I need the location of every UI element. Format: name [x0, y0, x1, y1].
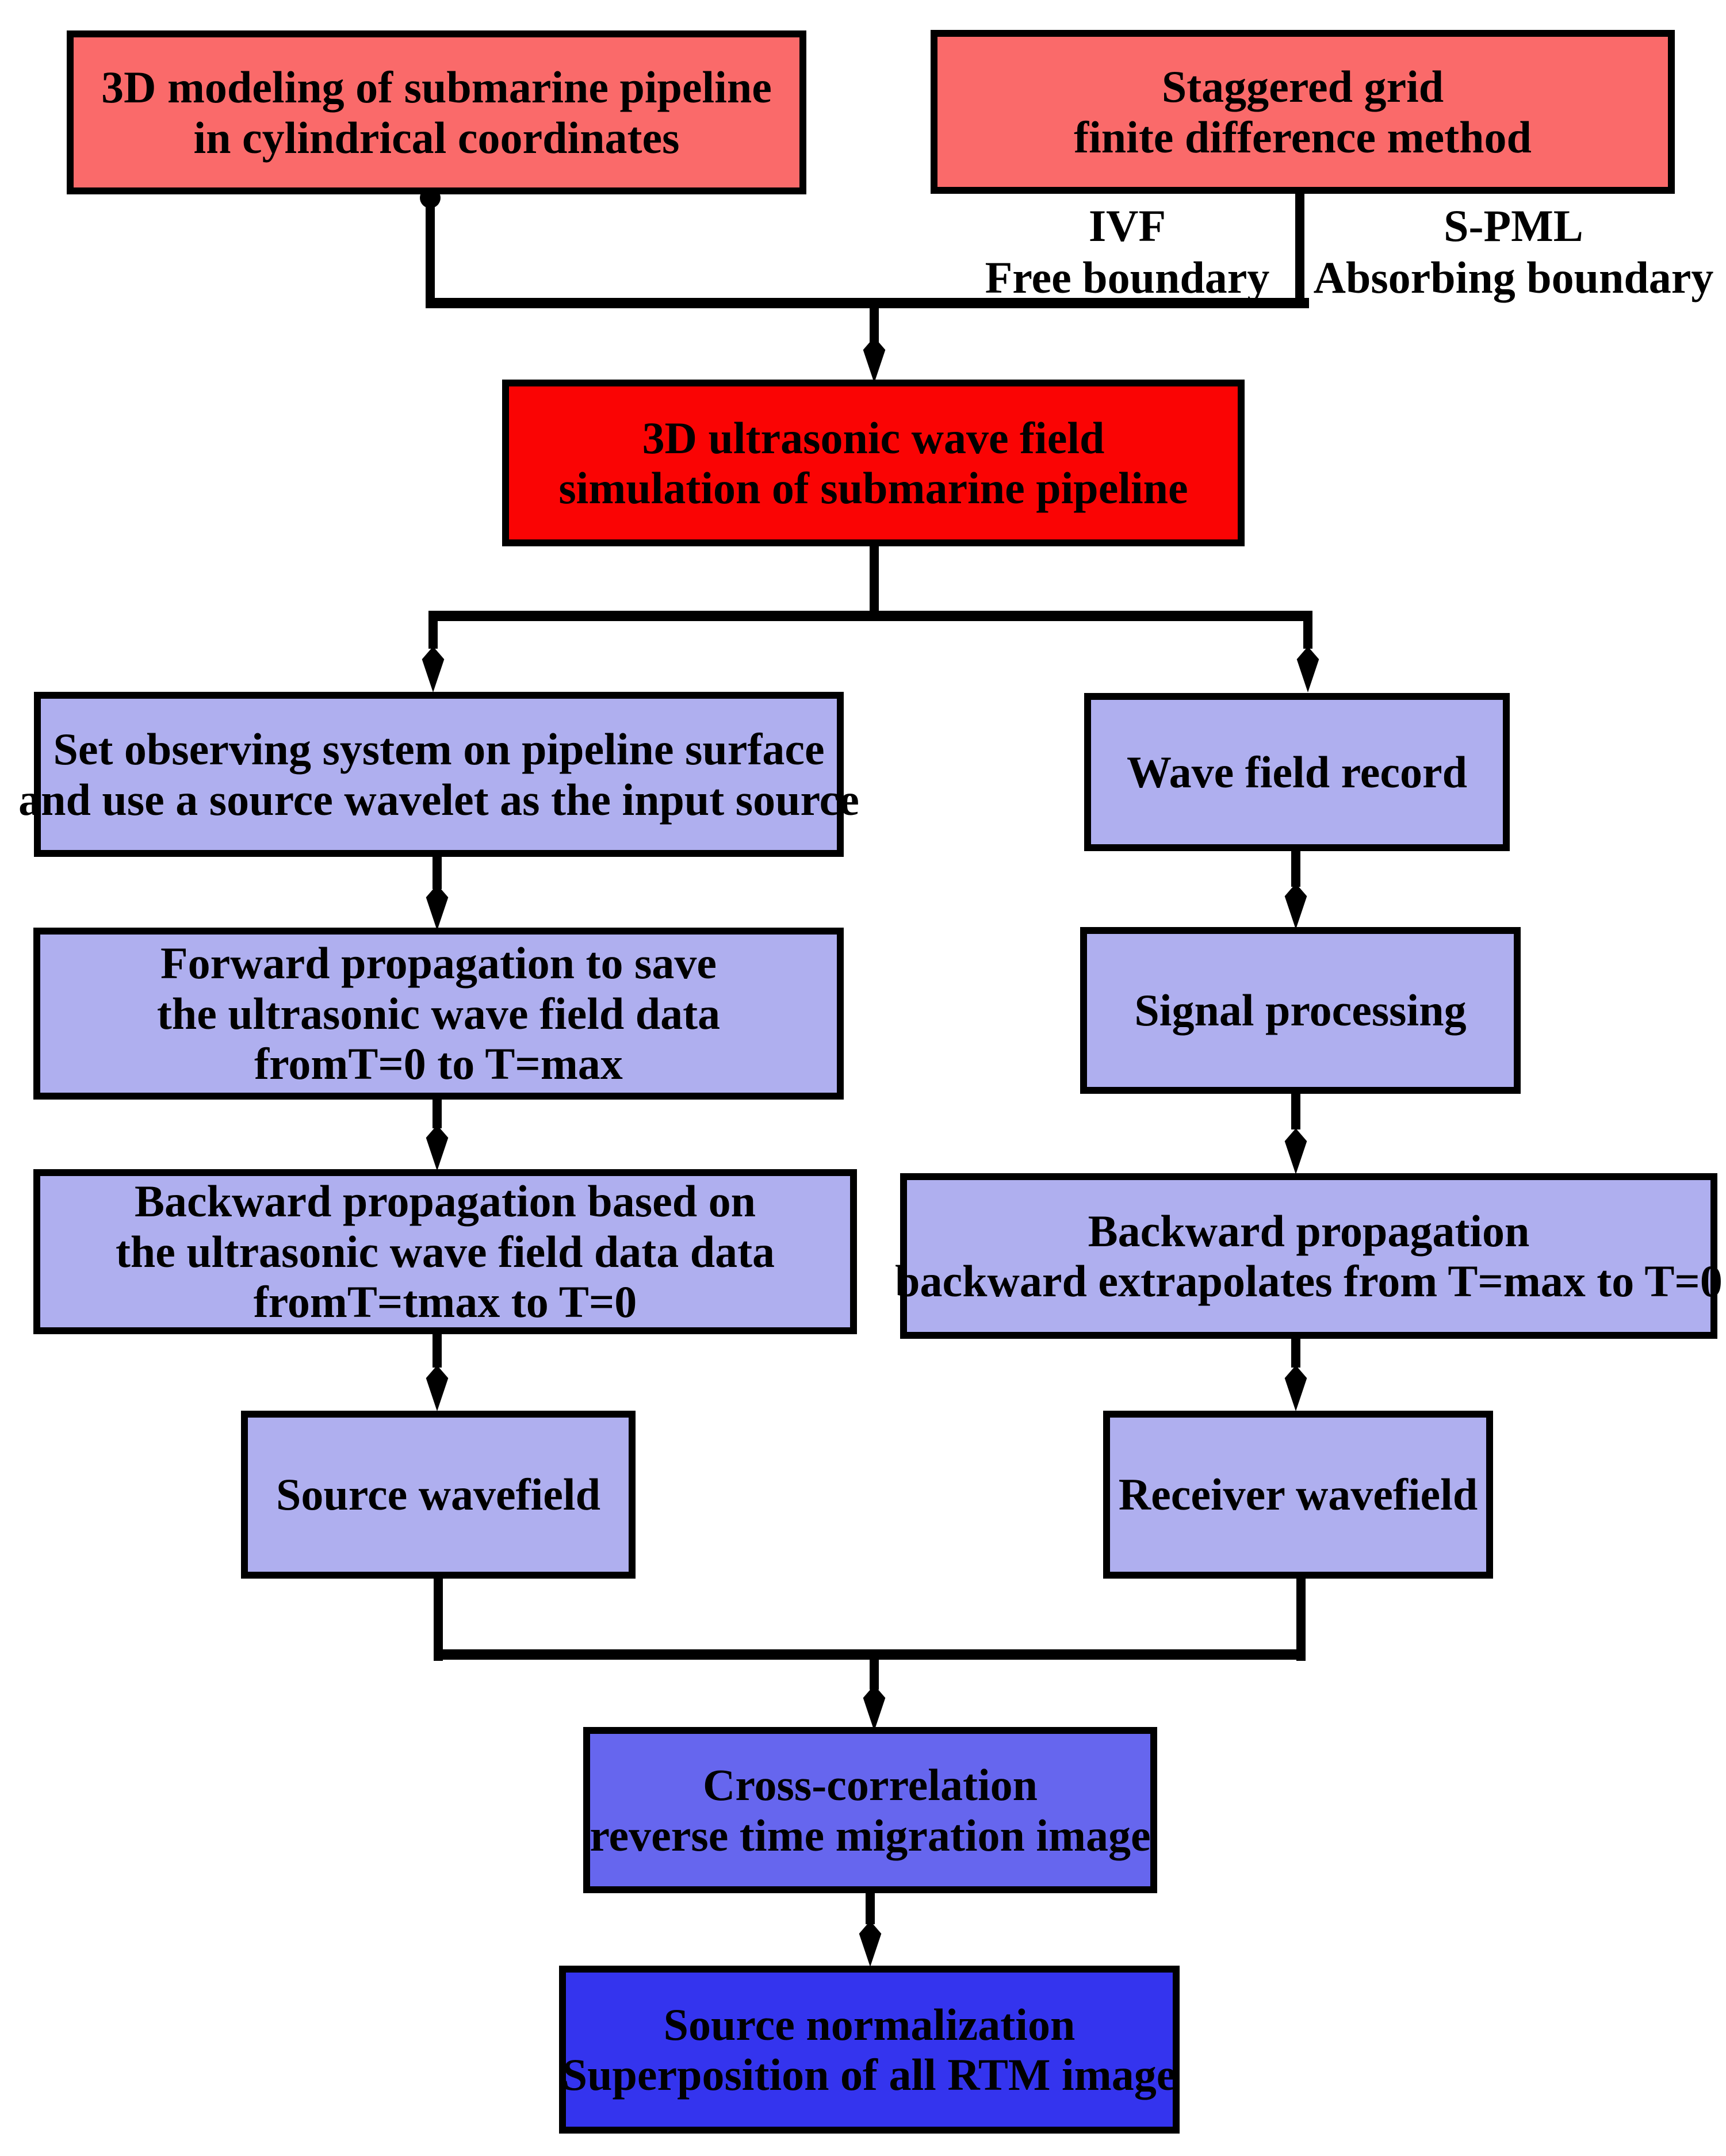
label-ivf-free-boundary: IVF Free boundary — [985, 201, 1270, 302]
node-wave-field-record: Wave field record — [1084, 693, 1510, 851]
arrowhead-into-source-normalization-icon — [859, 1921, 882, 1967]
arrowhead-into-record-icon — [1296, 646, 1319, 692]
connector-record-down — [1291, 851, 1300, 887]
node-backward-propagation-left: Backward propagation based on the ultras… — [33, 1169, 857, 1334]
node-set-observing-system: Set observing system on pipeline surface… — [18, 692, 859, 857]
connector-branch-horizontal — [428, 611, 1312, 621]
connector-observe-down — [433, 857, 442, 889]
node-receiver-wavefield: Receiver wavefield — [1103, 1411, 1493, 1579]
arrowhead-into-signal-icon — [1284, 883, 1307, 929]
arrowhead-into-forward-icon — [426, 884, 449, 930]
arrowhead-into-receiver-wavefield-icon — [1284, 1365, 1307, 1411]
arrowhead-into-source-wavefield-icon — [426, 1365, 449, 1411]
connector-top-horizontal — [426, 298, 1309, 308]
connector-branch-right — [1303, 611, 1312, 649]
connector-merge-horizontal — [434, 1649, 1306, 1660]
connector-receiver-wavefield-down — [1296, 1579, 1306, 1661]
node-signal-processing: Signal processing — [1080, 927, 1521, 1094]
node-3d-simulation: 3D ultrasonic wave field simulation of s… — [502, 380, 1245, 546]
arrowhead-into-cross-correlation-icon — [863, 1685, 886, 1731]
arrowhead-into-backward-left-icon — [426, 1125, 449, 1171]
connector-into-simulation — [870, 307, 879, 343]
connector-staggered-down — [1295, 194, 1304, 308]
arrowhead-into-observe-icon — [422, 646, 445, 692]
arrowhead-into-simulation-icon — [863, 337, 886, 383]
connector-into-cross-correlation — [870, 1660, 879, 1690]
node-forward-propagation: Forward propagation to save the ultrason… — [33, 928, 844, 1100]
connector-backward-left-down — [433, 1334, 442, 1368]
node-source-wavefield: Source wavefield — [241, 1411, 636, 1579]
connector-junction-dot — [420, 187, 441, 208]
connector-signal-down — [1291, 1094, 1300, 1129]
node-backward-propagation-right: Backward propagation backward extrapolat… — [895, 1173, 1723, 1339]
connector-modeling-down — [426, 194, 435, 308]
node-source-normalization: Source normalization Superposition of al… — [559, 1966, 1180, 2134]
connector-branch-left — [428, 611, 438, 649]
node-staggered-grid: Staggered grid finite difference method — [931, 30, 1675, 194]
connector-cross-correlation-down — [866, 1893, 875, 1924]
node-cross-correlation: Cross-correlation reverse time migration… — [583, 1727, 1157, 1893]
connector-simulation-down — [870, 546, 879, 621]
connector-source-wavefield-down — [434, 1579, 443, 1661]
connector-backward-right-down — [1291, 1339, 1300, 1368]
connector-forward-down — [433, 1100, 442, 1128]
label-spml-absorbing-boundary: S-PML Absorbing boundary — [1313, 201, 1714, 302]
arrowhead-into-backward-right-icon — [1284, 1128, 1307, 1174]
node-3d-modeling: 3D modeling of submarine pipeline in cyl… — [67, 30, 806, 194]
